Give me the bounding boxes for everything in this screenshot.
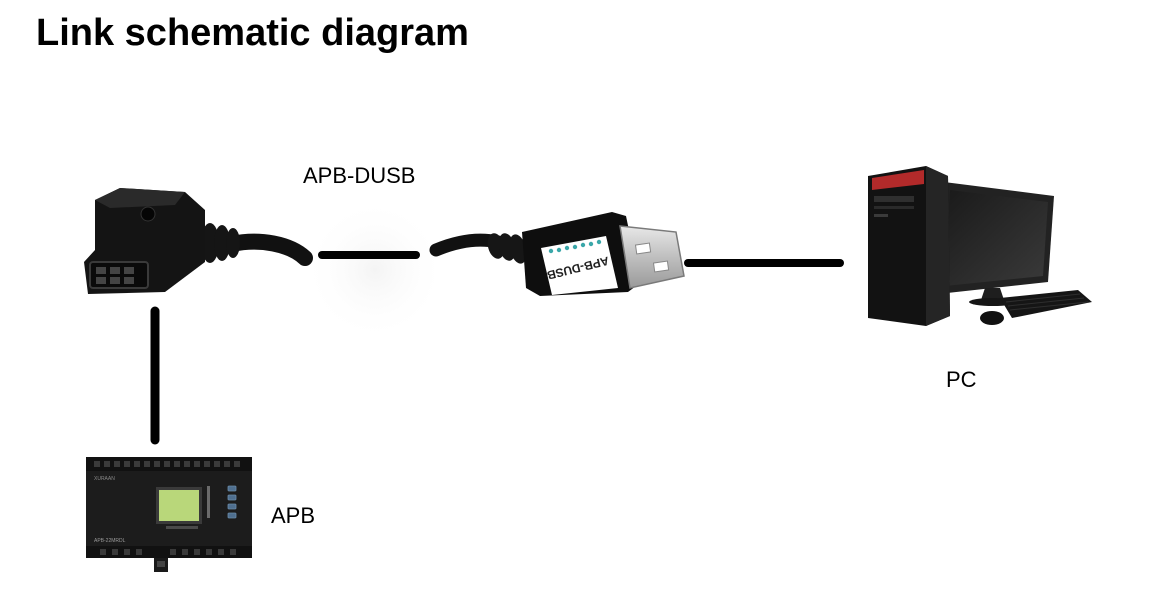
pc-keyboard bbox=[1000, 290, 1092, 318]
pc-monitor bbox=[938, 182, 1054, 306]
connection-links bbox=[150, 251, 844, 445]
pc-computer bbox=[868, 166, 1092, 326]
pc-tower bbox=[868, 166, 950, 326]
cable-label: APB-DUSB bbox=[303, 163, 416, 188]
diagram-title: Link schematic diagram bbox=[36, 12, 469, 54]
usb-plug-connector: APB-DUSB bbox=[429, 212, 685, 296]
pc-mouse bbox=[980, 311, 1004, 325]
apb-label: APB bbox=[271, 503, 316, 528]
plc-model-print: APB-22MRDL bbox=[94, 538, 126, 544]
cable-break-halo bbox=[303, 198, 447, 342]
plc-lcd-screen bbox=[159, 490, 199, 521]
apb-plc-module: XURAAN APB-22MRDL bbox=[86, 457, 252, 572]
pc-label: PC bbox=[946, 367, 977, 392]
din-plug-connector bbox=[84, 188, 313, 294]
plc-brand-print: XURAAN bbox=[94, 476, 115, 482]
